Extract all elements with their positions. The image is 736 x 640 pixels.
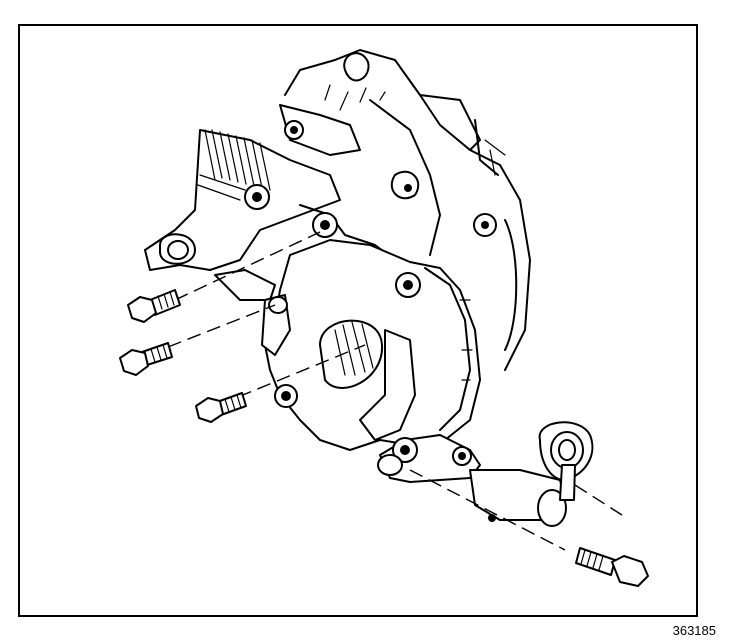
bolt-lower [195, 392, 247, 423]
bolt-upper [127, 289, 181, 323]
front-cover [261, 239, 481, 451]
left-housing [144, 129, 396, 301]
alignment-lines [167, 231, 623, 551]
tensioner-bracket [377, 421, 594, 527]
figure-id-label: 363185 [672, 623, 716, 638]
bolt-middle [119, 342, 173, 376]
oval-port [343, 52, 370, 82]
bolt-tensioner [575, 547, 649, 587]
engine-block [279, 49, 531, 371]
crank-opening [319, 319, 384, 389]
tensioner-arm [359, 329, 416, 441]
